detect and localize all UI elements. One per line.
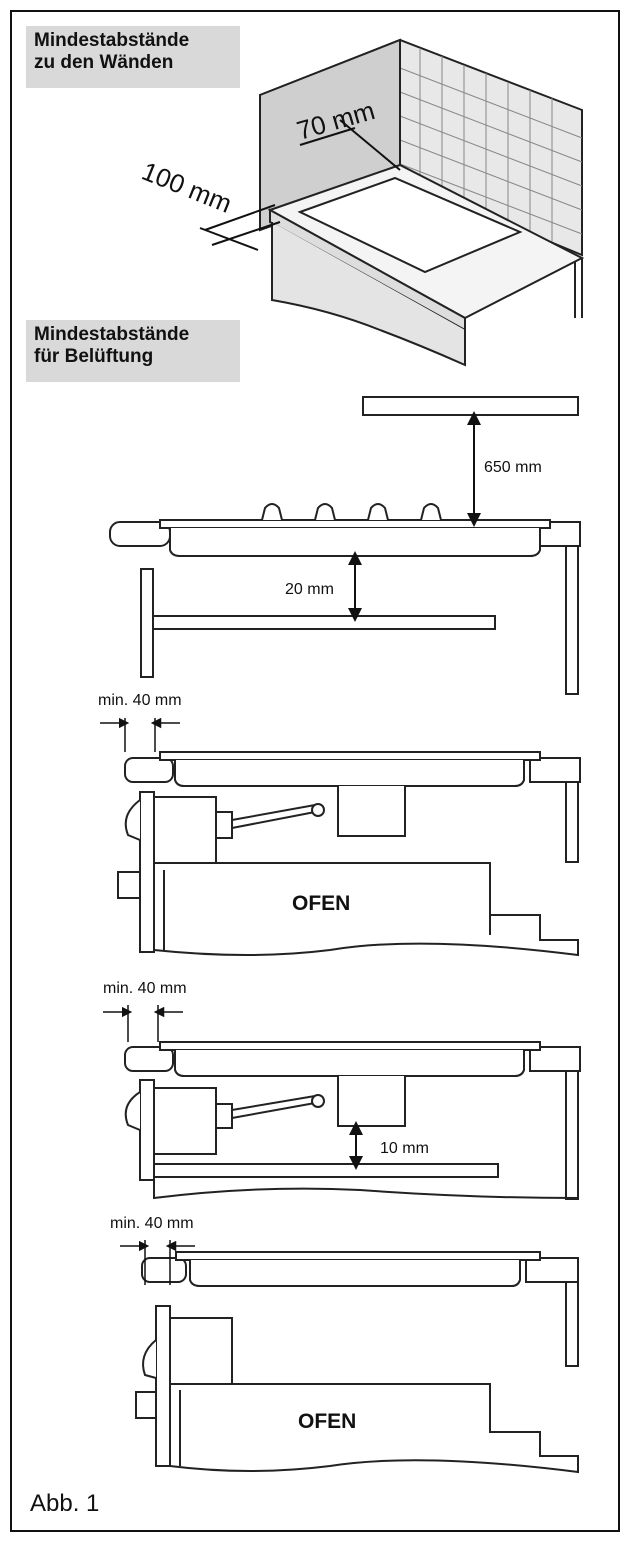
- section-title-vent-line2: für Belüftung: [34, 346, 154, 367]
- isometric-countertop-view: [259, 38, 585, 367]
- oven-2-label: OFEN: [298, 1410, 356, 1433]
- dim-side-3-label: min. 40 mm: [110, 1215, 194, 1232]
- vent-view-3: [124, 1041, 581, 1200]
- vent-view-4: [135, 1251, 579, 1474]
- section-title-walls-line2: zu den Wänden: [34, 52, 174, 73]
- dim-side-1-label: min. 40 mm: [98, 692, 182, 709]
- dim-side-2-label: min. 40 mm: [103, 980, 187, 997]
- hob-cutout: [297, 176, 523, 274]
- dim-side-wall: [199, 204, 281, 251]
- dim-under-label: 20 mm: [285, 581, 334, 598]
- oven-1-label: OFEN: [292, 892, 350, 915]
- section-title-walls: Mindestabstände zu den Wänden: [26, 26, 240, 88]
- vent-view-1: [109, 396, 581, 695]
- section-title-vent-line1: Mindestabstände: [34, 324, 190, 345]
- dim-box-label: 10 mm: [380, 1140, 429, 1157]
- vent-view-2: [117, 751, 581, 957]
- section-title-ventilation: Mindestabstände für Belüftung: [26, 320, 240, 382]
- dim-top-label: 650 mm: [484, 459, 542, 476]
- section-title-walls-line1: Mindestabstände: [34, 30, 190, 51]
- dim-side-wall-label: 100 mm: [138, 156, 236, 219]
- figure-caption: Abb. 1: [30, 1490, 100, 1517]
- dim-back-wall: [299, 119, 401, 171]
